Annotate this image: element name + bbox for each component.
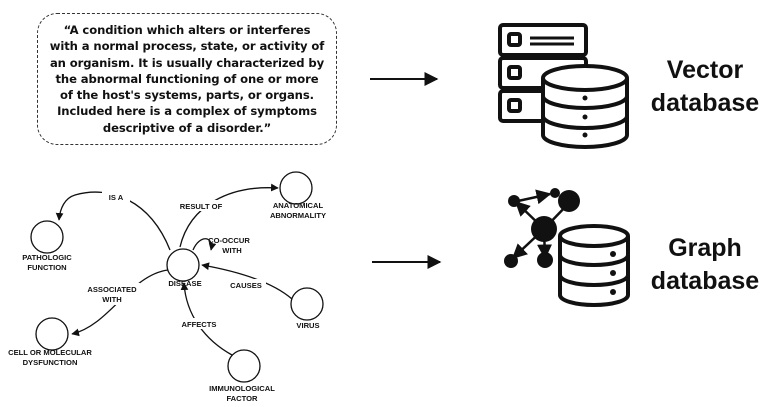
edge-label-co-occur: CO-OCCUR	[208, 236, 250, 245]
edge-label-result-of: RESULT OF	[180, 202, 223, 211]
node-label-cell-molecular: CELL OR MOLECULAR	[8, 348, 92, 357]
node-label-function: FUNCTION	[27, 263, 66, 272]
node-label-virus: VIRUS	[296, 321, 319, 330]
node-anatomical-abnormality	[279, 171, 313, 205]
edge-label-causes: CAUSES	[230, 281, 262, 290]
edge-label-affects: AFFECTS	[181, 320, 216, 329]
definition-text: “A condition which alters or interferes …	[49, 22, 325, 135]
node-label-anatomical: ANATOMICAL	[273, 201, 324, 210]
graph-with-database-icon	[504, 188, 630, 307]
node-label-pathologic: PATHOLOGIC	[22, 253, 72, 262]
node-label-factor: FACTOR	[226, 394, 258, 403]
vector-database-label: Vector database	[645, 54, 765, 120]
node-immunological-factor	[227, 349, 261, 383]
edge-causes	[201, 262, 293, 300]
vector-label-line1: Vector	[666, 56, 744, 84]
node-label-dysfunction: DYSFUNCTION	[23, 358, 78, 367]
server-with-database-icon	[498, 23, 629, 149]
edge-label-is-a: IS A	[109, 193, 124, 202]
node-label-immunological: IMMUNOLOGICAL	[209, 384, 275, 393]
edge-label-co-occur-with: WITH	[222, 246, 241, 255]
node-virus	[290, 287, 324, 321]
vector-label-line2: database	[650, 89, 760, 117]
definition-box: “A condition which alters or interferes …	[37, 13, 337, 145]
graph-label-line1: Graph	[668, 234, 742, 262]
node-pathologic-function	[30, 220, 64, 254]
graph-database-label: Graph database	[645, 232, 765, 298]
edge-is-a	[55, 191, 171, 251]
edge-co-occur	[192, 238, 217, 251]
graph-label-line2: database	[650, 267, 760, 295]
node-cell-dysfunction	[35, 317, 69, 351]
node-label-abnormality: ABNORMALITY	[270, 211, 326, 220]
edge-label-associated-with: WITH	[102, 295, 121, 304]
node-disease	[166, 248, 200, 282]
edge-label-associated: ASSOCIATED	[87, 285, 137, 294]
node-label-disease: DISEASE	[168, 279, 201, 288]
